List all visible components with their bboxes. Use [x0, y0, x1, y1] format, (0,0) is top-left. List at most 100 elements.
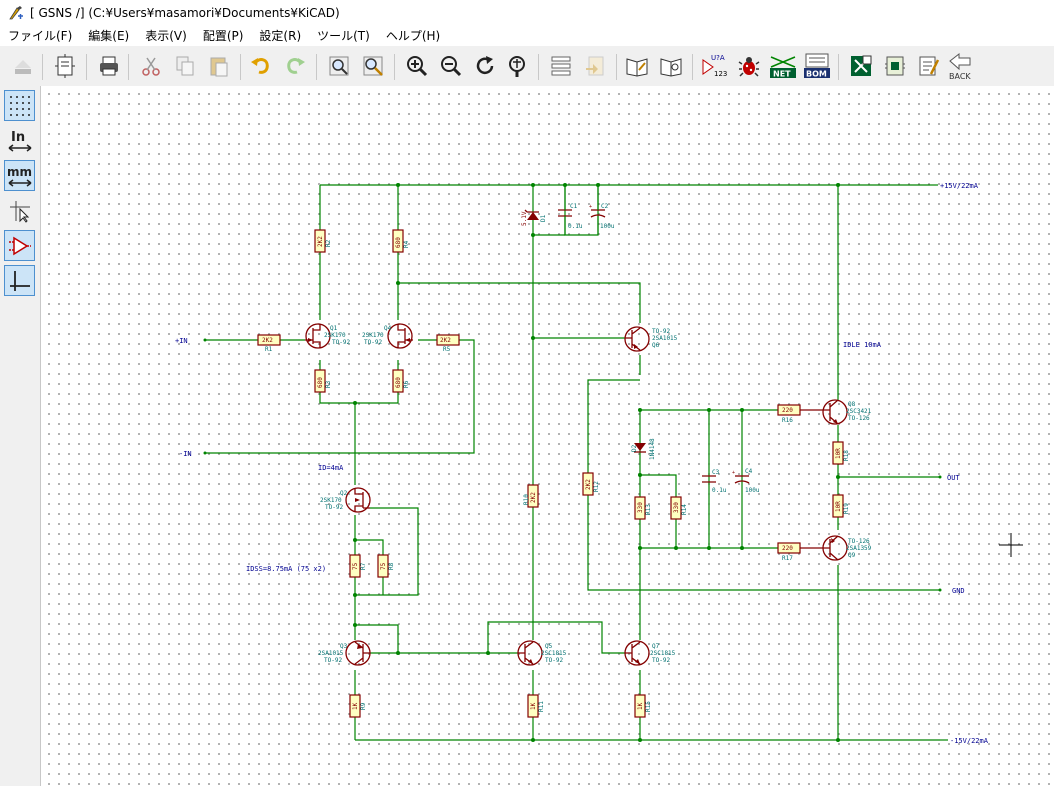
port-in-minus[interactable]: -IN	[179, 450, 207, 458]
port-vminus[interactable]: -15V/22mA	[940, 737, 989, 745]
resistor-r2[interactable]: 2K2 R2	[314, 229, 332, 253]
jfet-q4[interactable]: Q4 2SK170 TO-92	[362, 323, 413, 349]
cut-icon[interactable]	[136, 51, 166, 81]
svg-text:680: 680	[395, 237, 402, 248]
capacitor-c3[interactable]: C3 0.1u	[702, 469, 727, 494]
menu-place[interactable]: 配置(P)	[202, 29, 244, 43]
hierarchy-navigator-icon[interactable]	[546, 51, 576, 81]
back-icon[interactable]: BACK	[946, 51, 976, 81]
netlist-icon[interactable]: NET	[768, 51, 798, 81]
find-replace-icon[interactable]	[358, 51, 388, 81]
svg-text:2K2: 2K2	[440, 337, 451, 344]
resistor-r18[interactable]: 10R R18	[832, 441, 850, 465]
resistor-r11[interactable]: 1K R11	[527, 694, 545, 718]
svg-text:100u: 100u	[745, 487, 760, 494]
resistor-r10[interactable]: 2K2 R10	[523, 484, 539, 508]
transistor-q3[interactable]: Q3 2SA1015 TO-92	[318, 640, 371, 666]
units-mm-label: mm	[7, 165, 32, 179]
capacitor-c4[interactable]: + C4 100u	[732, 468, 760, 494]
annotate-label-bottom: 123	[714, 70, 727, 78]
svg-text:R12: R12	[593, 481, 600, 492]
svg-text:TO-126: TO-126	[848, 415, 870, 422]
port-in-plus[interactable]: +IN	[175, 337, 207, 345]
resistor-r6[interactable]: 680 R6	[392, 369, 410, 393]
redo-icon[interactable]	[280, 51, 310, 81]
transistor-q7[interactable]: Q7 2SC1815 TO-92	[624, 640, 676, 666]
transistor-q9[interactable]: TO-126 2SA1359 Q9	[800, 535, 872, 561]
menu-file[interactable]: ファイル(F)	[8, 29, 73, 43]
paste-icon[interactable]	[204, 51, 234, 81]
menu-settings[interactable]: 設定(R)	[259, 29, 302, 43]
svg-text:TO-92: TO-92	[652, 328, 670, 335]
zener-diode-d1[interactable]: 5.1V D1	[521, 209, 547, 226]
leave-sheet-icon[interactable]	[580, 51, 610, 81]
zoom-out-icon[interactable]	[436, 51, 466, 81]
menu-help[interactable]: ヘルプ(H)	[385, 29, 441, 43]
capacitor-c2[interactable]: + C2 100u	[589, 185, 615, 235]
svg-text:220: 220	[782, 545, 793, 552]
svg-text:R4: R4	[403, 240, 410, 248]
resistor-r17[interactable]: 220 R17	[777, 542, 801, 562]
cvpcb-icon[interactable]	[846, 51, 876, 81]
resistor-r16[interactable]: 220 R16	[777, 404, 801, 424]
jfet-q1[interactable]: Q1 2SK170 TO-92	[305, 323, 350, 349]
cursor-shape-icon[interactable]	[4, 195, 35, 226]
resistor-r13[interactable]: 330 R13	[634, 496, 652, 520]
svg-text:2K2: 2K2	[585, 479, 592, 490]
resistor-r3[interactable]: 680 R3	[314, 369, 332, 393]
page-settings-icon[interactable]	[50, 51, 80, 81]
library-browser-icon[interactable]	[656, 51, 686, 81]
annotate-icon[interactable]: U?A 123	[700, 51, 730, 81]
menu-edit[interactable]: 編集(E)	[88, 29, 130, 43]
erc-bug-icon[interactable]	[734, 51, 764, 81]
transistor-q8[interactable]: Q8 2SC3421 TO-126	[800, 399, 872, 425]
port-out[interactable]: OUT	[938, 474, 961, 482]
port-gnd[interactable]: GND	[938, 587, 965, 595]
pcbnew-icon[interactable]	[880, 51, 910, 81]
jfet-q2[interactable]: Q2 2SK170 TO-92	[320, 487, 371, 513]
transistor-q5[interactable]: Q5 2SC1815 TO-92	[517, 640, 567, 666]
svg-text:R10: R10	[523, 494, 530, 505]
svg-text:C2: C2	[601, 203, 609, 210]
svg-text:R19: R19	[843, 503, 850, 514]
menu-view[interactable]: 表示(V)	[145, 29, 187, 43]
resistor-r9[interactable]: 1K R9	[349, 694, 367, 718]
print-icon[interactable]	[94, 51, 124, 81]
svg-text:Q7: Q7	[652, 643, 660, 650]
resistor-r8[interactable]: 75 R8	[377, 554, 395, 578]
hidden-pins-icon[interactable]	[4, 230, 35, 261]
resistor-r4[interactable]: 680 R4	[392, 229, 410, 253]
grid-toggle-icon[interactable]	[4, 90, 35, 121]
resistor-r15[interactable]: 1K R15	[634, 694, 652, 718]
resistor-r12[interactable]: 2K2 R12	[582, 472, 600, 496]
menu-tools[interactable]: ツール(T)	[317, 29, 370, 43]
units-mm-button[interactable]: mm	[4, 160, 35, 191]
resistor-r1[interactable]: 2K2 R1	[257, 334, 281, 353]
capacitor-c1[interactable]: C1 0.1u	[558, 185, 583, 235]
schematic-canvas[interactable]: 2K2 R2 680 R4 680 R3 680 R6 75 R7 75 R8	[41, 86, 1054, 786]
zoom-fit-icon[interactable]	[502, 51, 532, 81]
script-icon[interactable]	[914, 51, 944, 81]
svg-text:Q4: Q4	[384, 325, 392, 332]
bom-icon[interactable]: BOM	[802, 51, 832, 81]
resistor-r5[interactable]: 2K2 R5	[436, 334, 460, 353]
undo-icon[interactable]	[246, 51, 276, 81]
resistor-r7[interactable]: 75 R7	[349, 554, 367, 578]
svg-text:C3: C3	[712, 469, 720, 476]
port-vplus[interactable]: +15V/22mA	[930, 182, 979, 190]
redraw-icon[interactable]	[470, 51, 500, 81]
diode-d2[interactable]: D2 1N4148	[631, 438, 656, 460]
resistor-r19[interactable]: 10R R19	[832, 494, 850, 518]
svg-text:1K: 1K	[530, 702, 537, 710]
transistor-q6[interactable]: TO-92 2SA1015 Q6	[624, 326, 678, 352]
find-icon[interactable]	[324, 51, 354, 81]
schematic-setup-icon[interactable]	[8, 51, 38, 81]
wire-orientation-icon[interactable]	[4, 265, 35, 296]
resistor-r14[interactable]: 330 R14	[670, 496, 688, 520]
copy-icon[interactable]	[170, 51, 200, 81]
zoom-in-icon[interactable]	[402, 51, 432, 81]
svg-text:Q8: Q8	[848, 401, 856, 408]
svg-text:2SA1359: 2SA1359	[846, 545, 872, 552]
library-editor-icon[interactable]	[622, 51, 652, 81]
units-inch-button[interactable]: In	[4, 125, 35, 156]
